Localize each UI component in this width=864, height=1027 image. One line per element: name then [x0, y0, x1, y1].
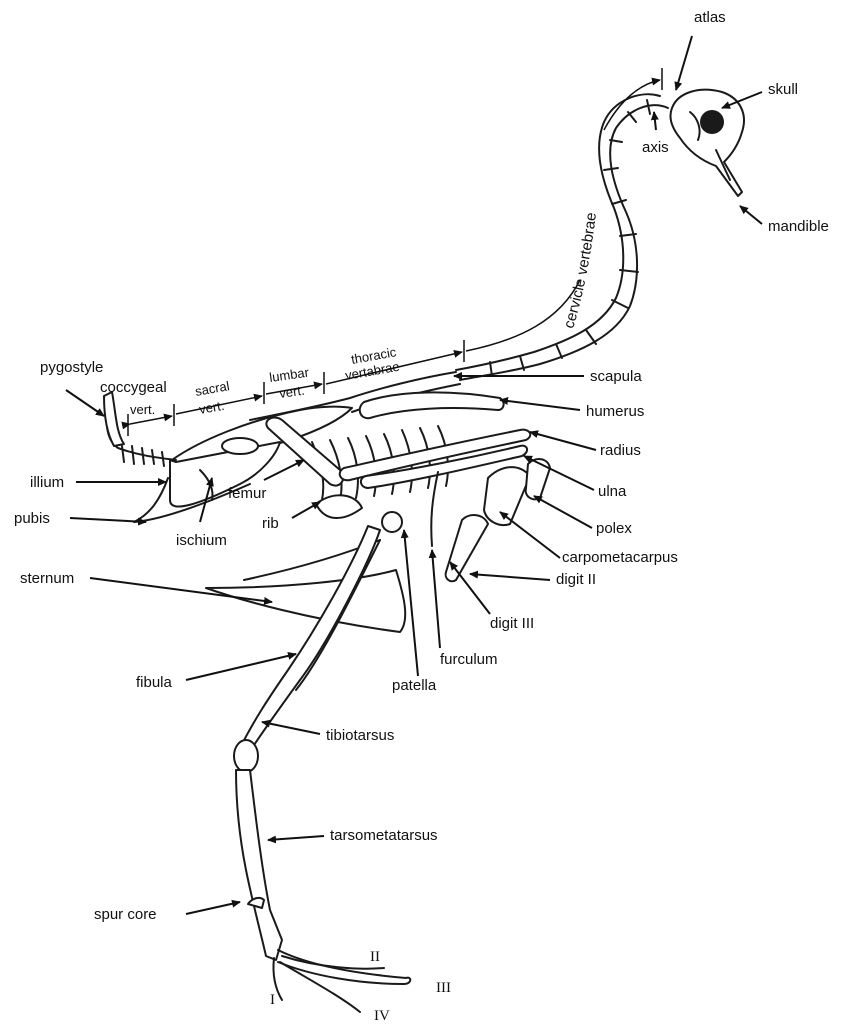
label-digit-II: digit II — [556, 571, 596, 588]
label-sacral-vert: vert. — [198, 398, 226, 417]
label-scapula: scapula — [590, 368, 642, 385]
label-toe-III: III — [436, 980, 451, 996]
label-femur: femur — [228, 485, 266, 502]
label-cervicle-vertebrae-path: cervicle vertebrae — [560, 212, 600, 331]
label-toe-II: II — [370, 949, 380, 965]
label-tibiotarsus: tibiotarsus — [326, 727, 394, 744]
label-humerus: humerus — [586, 403, 644, 420]
label-atlas: atlas — [694, 9, 726, 26]
label-pygostyle: pygostyle — [40, 359, 103, 376]
label-polex: polex — [596, 520, 632, 537]
label-radius: radius — [600, 442, 641, 459]
label-sternum: sternum — [20, 570, 74, 587]
label-axis: axis — [642, 139, 669, 156]
label-patella: patella — [392, 677, 437, 694]
label-ulna: ulna — [598, 483, 627, 500]
label-pubis: pubis — [14, 510, 50, 527]
label-furculum: furculum — [440, 651, 498, 668]
label-rib: rib — [262, 515, 279, 532]
label-tarsometatarsus: tarsometatarsus — [330, 827, 438, 844]
label-skull: skull — [768, 81, 798, 98]
label-mandible: mandible — [768, 218, 829, 235]
label-illium: illium — [30, 474, 64, 491]
label-coccygeal-vert: vert. — [130, 402, 155, 417]
label-fibula: fibula — [136, 674, 173, 691]
label-cervicle-vertebrae: cervicle vertebrae — [560, 212, 600, 331]
label-coccygeal: coccygeal — [100, 379, 167, 396]
label-lumbar-vert: vert. — [278, 383, 305, 401]
label-carpometacarpus: carpometacarpus — [562, 549, 678, 566]
label-sacral: sacral — [194, 378, 231, 399]
label-lumbar: lumbar — [268, 364, 310, 384]
label-spur-core: spur core — [94, 906, 157, 923]
label-toe-IV: IV — [374, 1008, 390, 1022]
skull-bone — [670, 90, 744, 196]
label-ischium: ischium — [176, 532, 227, 549]
label-digit-III: digit III — [490, 615, 534, 632]
label-toe-I: I — [270, 992, 275, 1008]
neck-vertebrae — [456, 94, 668, 380]
